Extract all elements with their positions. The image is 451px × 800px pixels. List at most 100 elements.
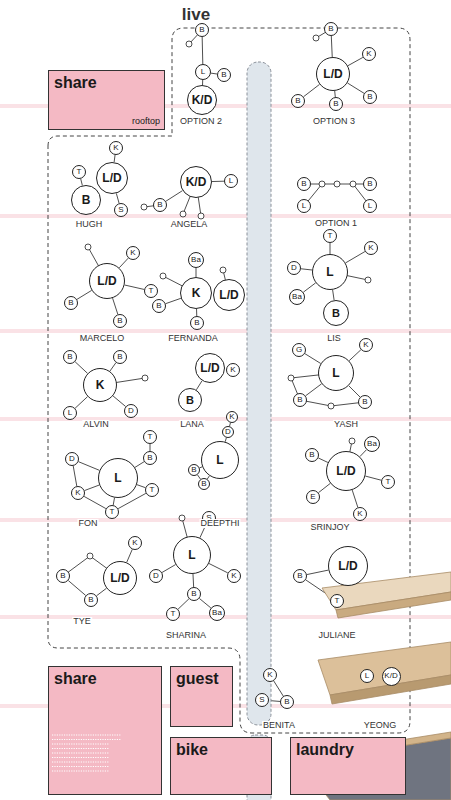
room-code: K [192,287,201,299]
room-code: L [216,454,223,466]
resident-name: JULIANE [317,631,356,640]
room-bubble: K [364,241,378,255]
room-code: K [363,341,368,349]
room-code: E [310,493,315,501]
bubble-link [113,298,118,314]
room-bubble: K [71,486,85,500]
bubble-link [114,155,116,162]
room-code: K/D [186,176,207,188]
room-code: B [367,180,372,188]
bubble-link [347,83,364,93]
room-bubble: Ba [289,289,305,305]
bubble-link [349,386,360,397]
small-bubble [288,375,294,381]
room-code: B [309,451,314,459]
room-code: L [368,202,372,210]
bubble-link [97,588,107,595]
room-code: B [157,201,162,209]
room-bubble: S [114,203,128,217]
room-bubble: D [65,452,79,466]
room-bubble: L [318,355,354,391]
room-code: D [128,407,134,415]
room-bubble: B [71,185,101,215]
room-bubble: B [84,593,98,607]
room-bubble: D [124,404,138,418]
bubble-link [318,458,328,463]
small-bubble [319,181,325,187]
small-bubble [87,553,93,559]
bubble-link [333,290,335,300]
room-bubble: B [195,23,209,37]
room-code: Ba [367,440,377,448]
room-code: B [362,398,367,406]
room-code: K [267,671,272,679]
bubble-link [137,485,146,488]
room-bubble: G [292,343,306,357]
room-bubble: B [152,299,166,313]
room-code: L/D [336,465,355,477]
resident-name: SHARINA [165,631,207,640]
grid-line [52,753,109,754]
room-bubble: L [360,669,374,683]
resident-name: ANGELA [170,220,209,229]
room-code: K/D [384,672,397,680]
room-bubble: B [64,296,78,310]
bubble-link [318,483,330,492]
grid-line [52,739,121,740]
room-bubble: K [359,338,373,352]
bubble-link [212,181,224,182]
bubble-link [68,581,85,596]
room-code: K [229,413,234,421]
room-bubble: B [198,478,210,490]
room-bubble: B [329,97,343,111]
room-code: B [367,93,372,101]
bubble-link [178,599,189,609]
room-code: S [259,696,264,704]
bubble-link [331,36,333,57]
bubble-link [110,363,116,371]
program-box: share [48,666,162,795]
resident-name: MARCELO [79,334,126,343]
program-name: bike [176,742,208,758]
room-code: K [230,366,235,374]
bubble-link [73,466,77,486]
room-bubble: B [187,587,201,601]
section-title: live [181,6,211,23]
program-name: share [54,75,97,91]
room-code: K [113,144,118,152]
grid-line [52,762,109,763]
room-code: K [75,489,80,497]
program-name: share [54,671,97,687]
small-bubble [160,273,166,279]
option-name: OPTION 1 [314,219,358,228]
room-bubble: L [173,536,211,574]
program-note: rooftop [132,117,160,126]
bubble-link [365,476,381,480]
room-code: T [386,478,391,486]
bubble-link [209,563,228,572]
room-code: K [366,50,371,58]
room-bubble: L [63,406,77,420]
bubble-link [349,350,361,361]
room-bubble: L/D [328,546,368,586]
room-bubble: L/D [195,353,225,383]
room-code: L/D [102,172,121,184]
bubble-link [304,84,320,96]
room-bubble: B [113,350,127,364]
room-code: L [114,472,121,484]
bubble-link [352,490,358,507]
small-bubble [334,181,340,187]
room-code: B [194,319,199,327]
room-bubble: S [255,693,269,707]
room-bubble: K [109,141,123,155]
room-code: Ba [212,609,222,617]
program-name: guest [176,671,219,687]
room-code: T [148,433,153,441]
room-bubble: L/D [103,561,137,595]
room-bubble: K/D [187,85,217,115]
pink-band [0,615,451,619]
room-bubble: B [305,448,319,462]
room-bubble: K [126,246,140,260]
room-bubble: B [293,569,307,583]
